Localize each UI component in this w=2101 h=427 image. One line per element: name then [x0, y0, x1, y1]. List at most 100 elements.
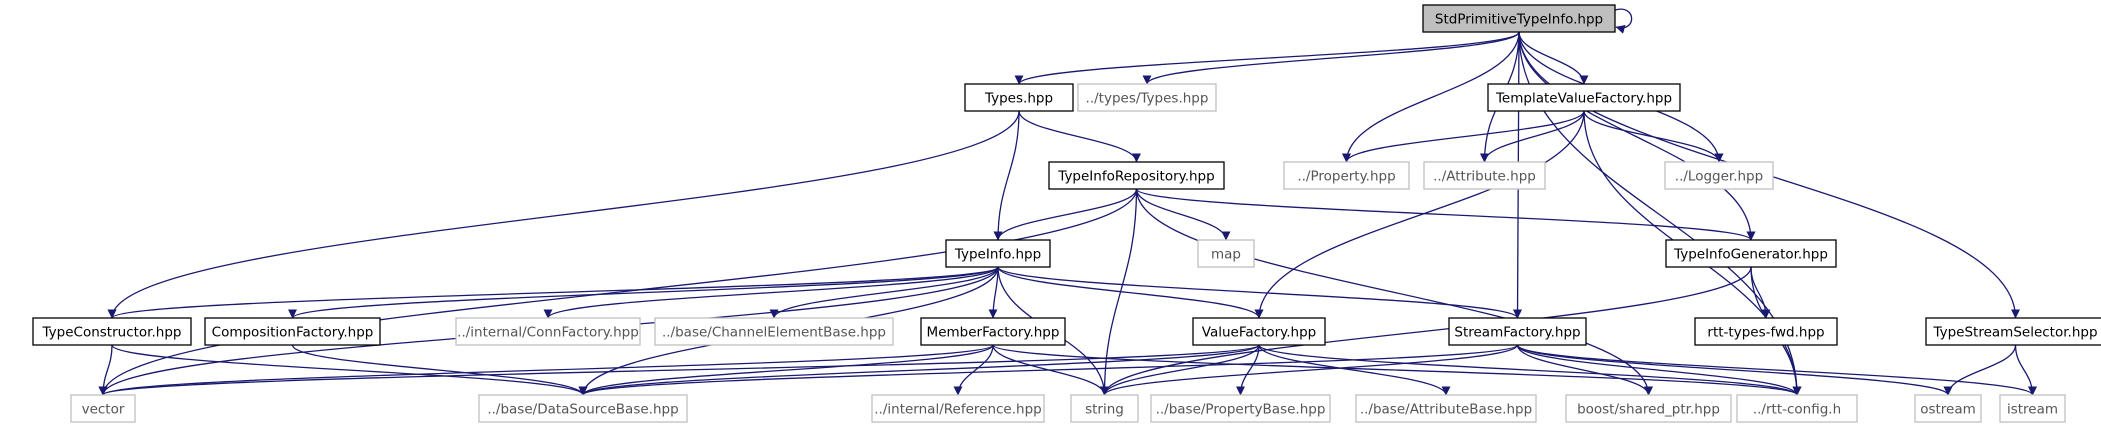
node-label: ValueFactory.hpp — [1202, 325, 1316, 341]
node-tc[interactable]: TypeConstructor.hpp — [32, 317, 192, 346]
edges-layer — [98, 8, 2038, 396]
node-box — [455, 317, 641, 346]
node-box — [871, 394, 1045, 423]
edge-vf-to-string — [1100, 344, 1260, 396]
edge-sf-to-dsb — [578, 344, 1519, 396]
edge-tvf-to-logger — [1583, 110, 1724, 163]
edge-sf-to-istream — [1516, 344, 2037, 396]
node-label: MemberFactory.hpp — [927, 325, 1060, 341]
edge-vf-to-ab — [1258, 344, 1451, 396]
edge-root-to-property — [1341, 31, 1520, 163]
node-typeinfo[interactable]: TypeInfo.hpp — [945, 239, 1051, 268]
edge-typeinfo-to-connf — [543, 266, 999, 319]
edge-mf-to-vector — [98, 344, 994, 396]
node-types[interactable]: Types.hpp — [964, 83, 1074, 112]
node-box — [1197, 239, 1255, 268]
edge-sf-to-string — [1100, 344, 1519, 396]
node-mf[interactable]: MemberFactory.hpp — [920, 317, 1066, 346]
edge-sf-to-rttcfg — [1516, 344, 1802, 396]
node-label: ../base/AttributeBase.hpp — [1360, 402, 1532, 418]
node-label: rtt-types-fwd.hpp — [1707, 325, 1824, 341]
node-label: ../Logger.hpp — [1675, 169, 1763, 185]
node-connf: ../internal/ConnFactory.hpp — [455, 317, 641, 346]
node-box — [1448, 317, 1587, 346]
node-box — [920, 317, 1066, 346]
node-tvf[interactable]: TemplateValueFactory.hpp — [1487, 83, 1681, 112]
node-box — [1077, 83, 1217, 112]
node-tir[interactable]: TypeInfoRepository.hpp — [1048, 161, 1225, 190]
node-box — [1925, 317, 2101, 346]
node-label: ostream — [1920, 402, 1976, 418]
edge-root-to-root — [1614, 8, 1633, 34]
node-label: ../Attribute.hpp — [1433, 169, 1536, 185]
node-label: ../internal/ConnFactory.hpp — [457, 325, 639, 341]
node-rttfwd[interactable]: rtt-types-fwd.hpp — [1694, 317, 1838, 346]
node-cf[interactable]: CompositionFactory.hpp — [204, 317, 381, 346]
edge-mf-to-rttcfg — [992, 344, 1802, 396]
node-label: TypeInfoRepository.hpp — [1057, 169, 1214, 185]
edge-typeinfo-to-vf — [997, 266, 1264, 319]
node-box — [70, 394, 136, 423]
node-tss[interactable]: TypeStreamSelector.hpp — [1925, 317, 2101, 346]
node-box — [478, 394, 688, 423]
node-label: StreamFactory.hpp — [1454, 325, 1580, 341]
node-label: ../rtt-config.h — [1753, 402, 1841, 418]
node-map: map — [1197, 239, 1255, 268]
node-box — [1694, 317, 1838, 346]
node-box — [32, 317, 192, 346]
node-property: ../Property.hpp — [1283, 161, 1410, 190]
edge-typeinfo-to-tc — [107, 266, 999, 319]
node-vector: vector — [70, 394, 136, 423]
node-label: TypeConstructor.hpp — [42, 325, 182, 341]
edge-tir-to-map — [1135, 188, 1231, 241]
node-attribute: ../Attribute.hpp — [1423, 161, 1546, 190]
node-label: ../base/DataSourceBase.hpp — [487, 402, 678, 418]
edge-types-to-typeinfo — [993, 110, 1020, 241]
edge-tss-to-ostream — [1943, 344, 2017, 396]
edge-root-to-tig — [1518, 31, 1756, 241]
node-box — [1736, 394, 1858, 423]
edge-cf-to-dsb — [291, 344, 588, 396]
node-box — [1283, 161, 1410, 190]
edge-tss-to-istream — [2014, 344, 2038, 396]
node-shptr: boost/shared_ptr.hpp — [1565, 394, 1732, 423]
edge-tig-to-string — [1100, 266, 1752, 396]
node-box — [1423, 161, 1546, 190]
node-box — [1565, 394, 1732, 423]
node-box — [1355, 394, 1537, 423]
edge-tir-to-typeinfo — [993, 188, 1138, 241]
node-pb: ../base/PropertyBase.hpp — [1150, 394, 1331, 423]
node-label: TypeStreamSelector.hpp — [1932, 325, 2097, 341]
edge-vf-to-rttcfg — [1258, 344, 1802, 396]
node-ref: ../internal/Reference.hpp — [871, 394, 1045, 423]
node-root: StdPrimitiveTypeInfo.hpp — [1422, 4, 1616, 33]
edge-typeinfo-to-ceb — [769, 266, 999, 319]
edge-root-to-types_types — [1142, 31, 1520, 85]
node-box — [945, 239, 1051, 268]
node-label: ../base/ChannelElementBase.hpp — [662, 325, 886, 341]
node-box — [654, 317, 894, 346]
node-label: ../internal/Reference.hpp — [874, 402, 1041, 418]
node-vf[interactable]: ValueFactory.hpp — [1192, 317, 1326, 346]
edge-sf-to-ostream — [1516, 344, 1953, 396]
edge-typeinfo-to-sf — [997, 266, 1522, 319]
node-label: ../types/Types.hpp — [1086, 91, 1209, 107]
edge-types-to-tir — [1018, 110, 1142, 163]
node-logger: ../Logger.hpp — [1664, 161, 1774, 190]
node-label: istream — [2007, 402, 2058, 418]
node-types_types: ../types/Types.hpp — [1077, 83, 1217, 112]
node-istream: istream — [1999, 394, 2066, 423]
node-tig[interactable]: TypeInfoGenerator.hpp — [1665, 239, 1837, 268]
node-box — [1999, 394, 2066, 423]
edge-tvf-to-attribute — [1479, 110, 1585, 163]
node-label: TypeInfo.hpp — [954, 247, 1041, 263]
edge-sf-to-shptr — [1516, 344, 1653, 396]
node-sf[interactable]: StreamFactory.hpp — [1448, 317, 1587, 346]
node-dsb: ../base/DataSourceBase.hpp — [478, 394, 688, 423]
node-box — [1487, 83, 1681, 112]
node-label: Types.hpp — [984, 91, 1053, 107]
node-ostream: ostream — [1914, 394, 1982, 423]
node-label: StdPrimitiveTypeInfo.hpp — [1435, 12, 1603, 28]
